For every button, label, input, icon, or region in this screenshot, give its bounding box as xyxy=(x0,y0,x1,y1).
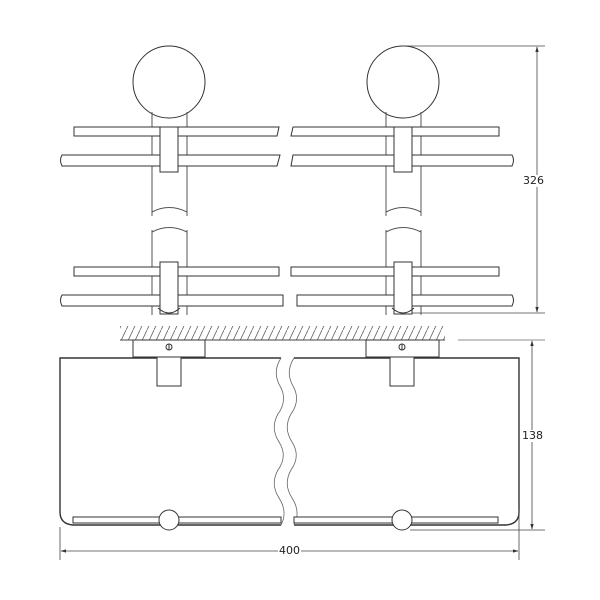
wall-hatch xyxy=(120,326,445,340)
right-wall-disc xyxy=(366,45,440,119)
upper-rails xyxy=(60,126,514,167)
top-view xyxy=(59,326,545,531)
clamp-upper-right xyxy=(393,126,413,173)
break-line xyxy=(273,357,285,526)
hanger-right xyxy=(389,356,415,387)
clamp-lower-right xyxy=(393,261,413,315)
screw-icon xyxy=(398,343,406,351)
left-wall-disc xyxy=(132,45,206,119)
lower-rails xyxy=(60,266,514,307)
hanger-left xyxy=(156,356,182,387)
break-line xyxy=(286,357,298,526)
dimension-138-label: 138 xyxy=(521,429,544,442)
screw-icon xyxy=(165,343,173,351)
rail-ball-left xyxy=(158,509,180,531)
dimension-400-label: 400 xyxy=(278,544,301,557)
clamp-lower-left xyxy=(159,261,179,315)
dimension-326-label: 326 xyxy=(522,174,545,187)
front-view xyxy=(60,45,514,315)
clamp-upper-left xyxy=(159,126,179,173)
glass-left xyxy=(59,357,281,526)
rail-ball-right xyxy=(391,509,413,531)
